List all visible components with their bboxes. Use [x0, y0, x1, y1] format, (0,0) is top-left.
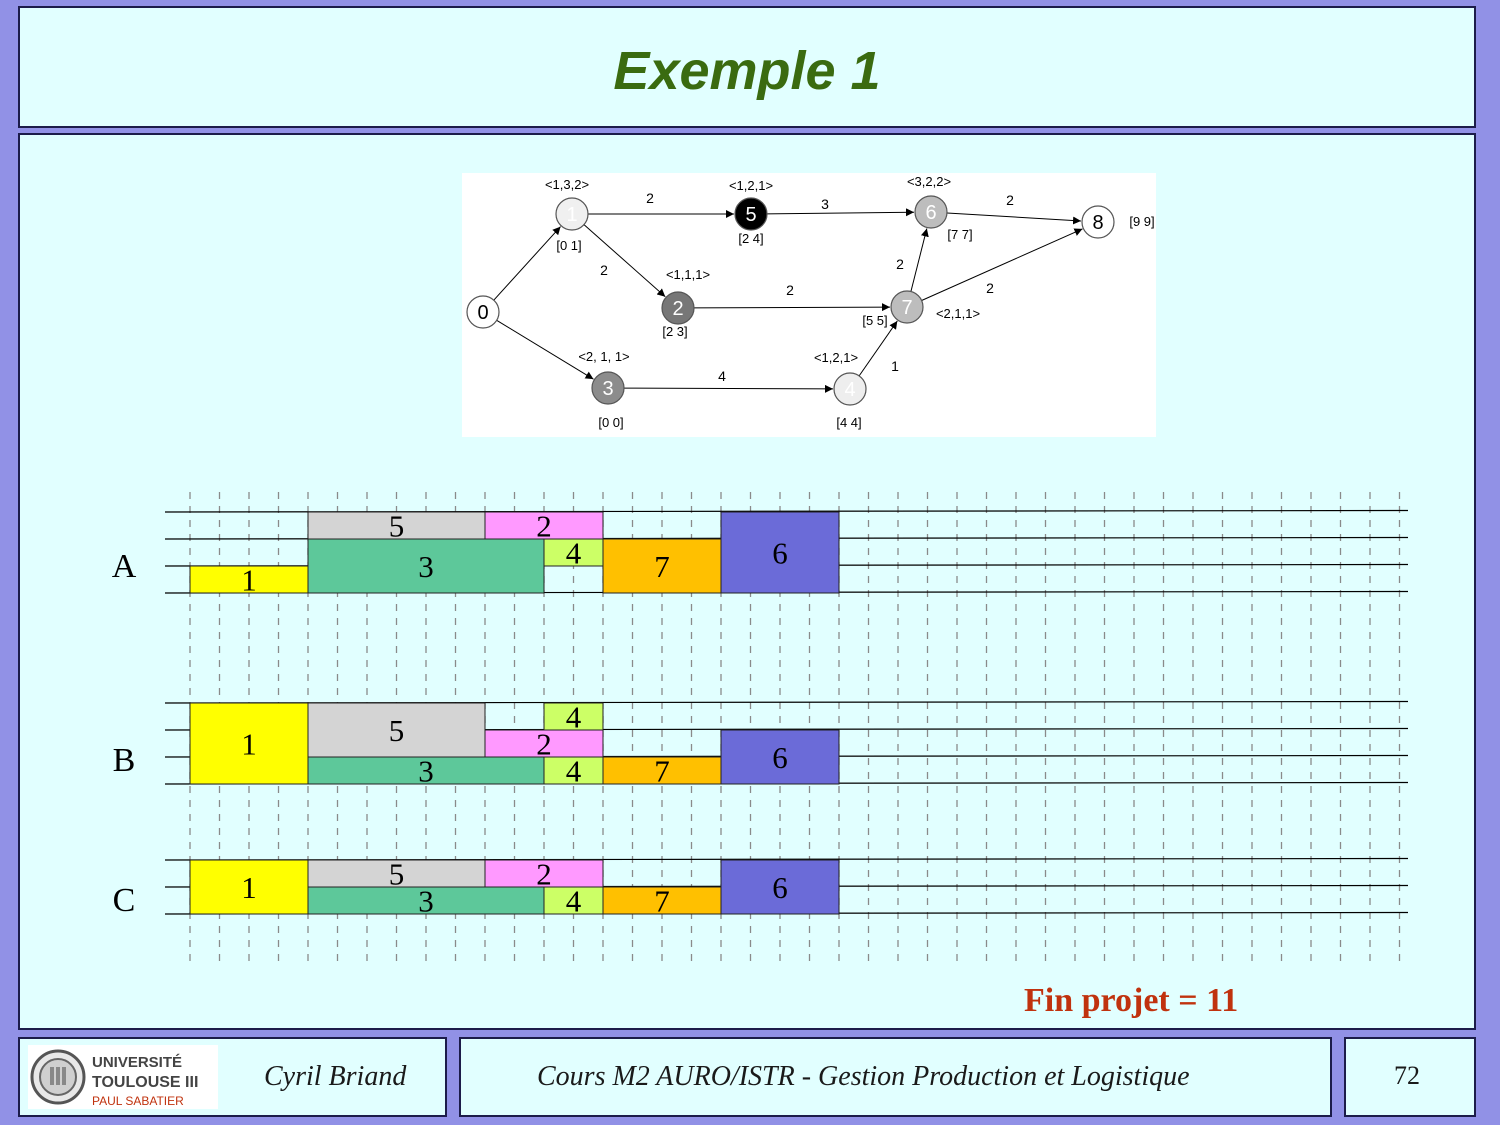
node-5-circle: [734, 197, 768, 231]
node-1-label: 1: [566, 204, 577, 226]
arc-weight-2-7: 2: [786, 282, 794, 298]
arc-weight-4-7: 1: [891, 358, 899, 374]
arc-weight-7-8: 2: [986, 280, 994, 296]
node-1-circle: [555, 197, 589, 231]
university-seal-icon: UNIVERSITÉ TOULOUSE III PAUL SABATIER: [30, 1049, 198, 1108]
logo-line1: UNIVERSITÉ: [92, 1054, 182, 1071]
node-0-label: 0: [477, 302, 488, 324]
node-4-attrs: <1,2,1>: [814, 350, 858, 365]
university-logo: UNIVERSITÉ TOULOUSE III PAUL SABATIER: [28, 1045, 218, 1109]
node-8-label: 8: [1092, 212, 1103, 234]
arc-weight-1-2: 2: [600, 262, 608, 278]
arc-0-3: [496, 319, 594, 380]
node-6-attrs: <3,2,2>: [907, 174, 951, 189]
node-6-circle: [914, 195, 948, 229]
node-8-circle: [1081, 205, 1115, 239]
arc-weight-1-5: 2: [646, 190, 654, 206]
arc-5-6: [766, 208, 915, 217]
node-3-circle: [591, 371, 625, 405]
arc-7-8: [921, 228, 1083, 301]
arc-1-2: [583, 224, 666, 298]
node-6-label: 6: [925, 202, 936, 224]
node-2-label: 2: [672, 298, 683, 320]
arc-3-4: [623, 384, 834, 393]
course-title: Cours M2 AURO/ISTR - Gestion Production …: [537, 1061, 1190, 1092]
logo-line2: TOULOUSE III: [92, 1074, 198, 1091]
page-number: 72: [1394, 1061, 1420, 1090]
network-svg: 2 2 3 2 2 2 2 4 1 0 1 <1,3,2> [0 1] 2 <1,1,1> [2 3] 3 <2,…: [466, 174, 1155, 430]
arc-weight-5-6: 3: [821, 196, 829, 212]
arc-6-8: [946, 212, 1082, 225]
node-7-label: 7: [901, 297, 912, 319]
node-7-attrs: <2,1,1>: [936, 306, 980, 321]
node-3-label: 3: [602, 378, 613, 400]
arc-weight-7-6: 2: [896, 256, 904, 272]
arc-7-6: [910, 228, 929, 292]
author-name: Cyril Briand: [264, 1061, 407, 1092]
node-2-circle: [661, 291, 695, 325]
arc-weight-3-4: 4: [718, 368, 726, 384]
footer-author-panel: UNIVERSITÉ TOULOUSE III PAUL SABATIER Cy…: [18, 1037, 447, 1117]
node-3-attrs: <2, 1, 1>: [578, 349, 629, 364]
node-5-label: 5: [745, 204, 756, 226]
node-5-window: [2 4]: [738, 231, 763, 246]
arc-2-7: [693, 303, 891, 312]
footer-course-panel: Cours M2 AURO/ISTR - Gestion Production …: [459, 1037, 1332, 1117]
node-7-window: [5 5]: [862, 313, 887, 328]
node-5-attrs: <1,2,1>: [729, 178, 773, 193]
node-3-window: [0 0]: [598, 415, 623, 430]
node-8-window: [9 9]: [1129, 214, 1154, 229]
slide-title: Exemple 1: [613, 41, 881, 101]
node-2-window: [2 3]: [662, 324, 687, 339]
logo-line3: PAUL SABATIER: [92, 1094, 184, 1108]
node-4-label: 4: [844, 379, 855, 401]
arc-0-1: [493, 226, 561, 301]
node-0-circle: [466, 295, 500, 329]
node-1-window: [0 1]: [556, 238, 581, 253]
node-4-window: [4 4]: [836, 415, 861, 430]
node-7-circle: [890, 290, 924, 324]
node-4-circle: [833, 372, 867, 406]
footer-page-panel: 72: [1344, 1037, 1476, 1117]
project-network-diagram: 2 2 3 2 2 2 2 4 1 0 1 <1,3,2> [0 1] 2 <1,1,1> [2 3] 3 <2,…: [462, 173, 1156, 437]
title-panel: Exemple 1: [18, 6, 1476, 128]
project-end-label: Fin projet = 11: [1024, 982, 1239, 1019]
node-2-attrs: <1,1,1>: [666, 267, 710, 282]
node-6-window: [7 7]: [947, 227, 972, 242]
arc-4-7: [858, 320, 898, 377]
arc-weight-6-8: 2: [1006, 192, 1014, 208]
node-1-attrs: <1,3,2>: [545, 177, 589, 192]
